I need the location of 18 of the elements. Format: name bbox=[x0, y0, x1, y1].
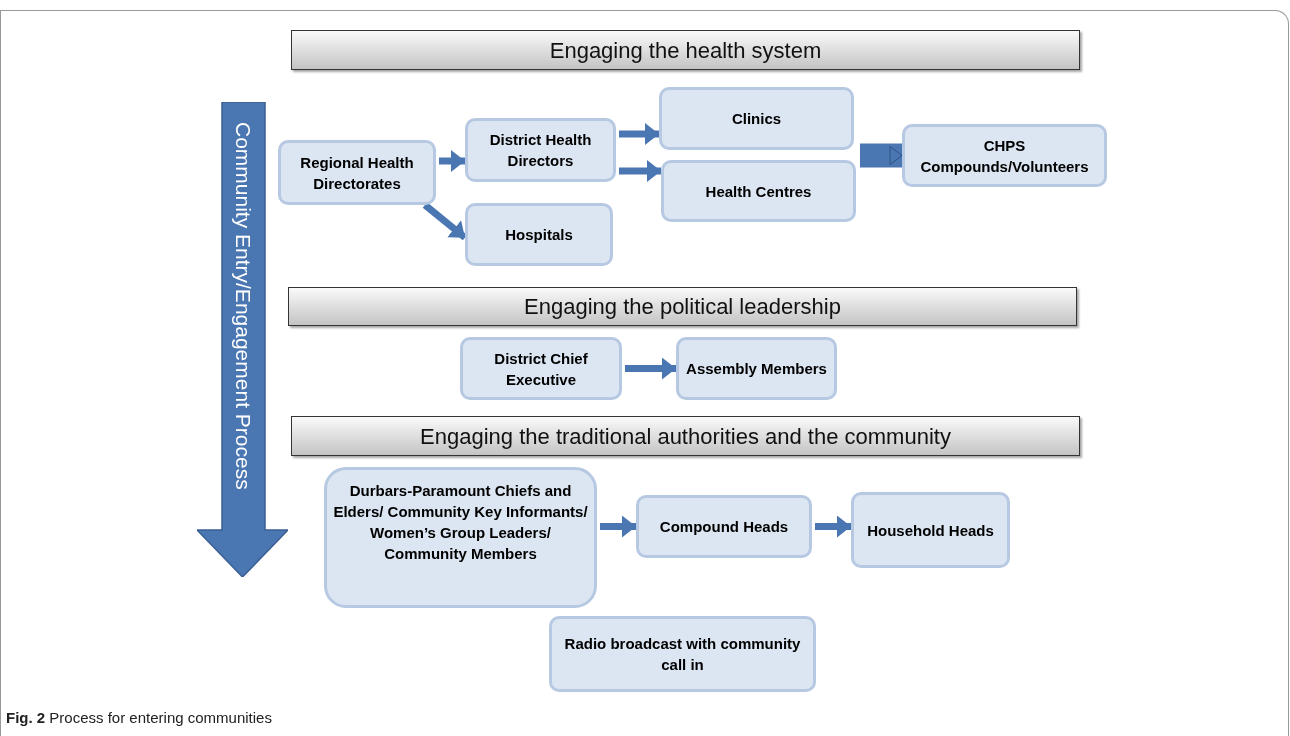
process-box: Radio broadcast with community call in bbox=[549, 616, 816, 692]
process-box: Hospitals bbox=[465, 203, 613, 266]
figure-caption: Fig. 2 Process for entering communities bbox=[6, 708, 272, 728]
process-box: Health Centres bbox=[661, 160, 856, 222]
process-box: Durbars-Paramount Chiefs and Elders/ Community Key Informants/ Women’s Group Leaders/ Community Members bbox=[324, 467, 597, 608]
process-box: CHPS Compounds/Volunteers bbox=[902, 124, 1107, 187]
process-box: District Chief Executive bbox=[460, 337, 622, 400]
vertical-arrow-label: Community Entry/Engagement Process bbox=[231, 122, 256, 490]
block-arrow bbox=[860, 143, 903, 168]
process-box: Household Heads bbox=[851, 492, 1010, 568]
process-box: District Health Directors bbox=[465, 118, 616, 182]
process-box: Regional Health Directorates bbox=[278, 140, 436, 205]
section-header-bar: Engaging the political leadership bbox=[288, 287, 1077, 326]
section-header-bar: Engaging the health system bbox=[291, 30, 1080, 70]
process-box: Clinics bbox=[659, 87, 854, 150]
process-box: Assembly Members bbox=[676, 337, 837, 400]
section-header-bar: Engaging the traditional authorities and the community bbox=[291, 416, 1080, 456]
process-box: Compound Heads bbox=[636, 495, 812, 558]
